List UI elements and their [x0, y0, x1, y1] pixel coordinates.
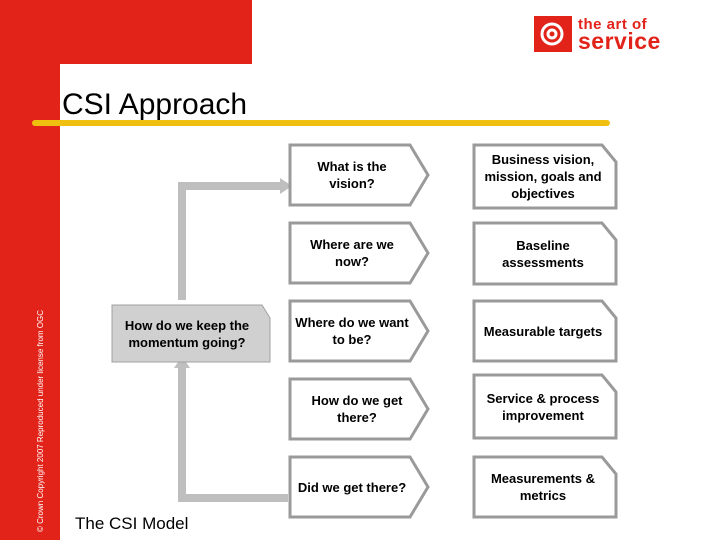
loop-arrowhead — [280, 178, 292, 194]
content-corner — [60, 64, 252, 124]
left-red-band — [0, 0, 60, 540]
question-where-do-we-want-to-be: Where do we want to be? — [295, 315, 409, 347]
slide-title: CSI Approach — [62, 88, 248, 121]
logo-mark — [534, 16, 572, 52]
loop-box — [111, 304, 271, 363]
question-where-are-we-now: Where are we now? — [310, 237, 394, 269]
answer-baseline-assessments: Baseline assessments — [502, 237, 584, 270]
question-shape — [288, 143, 430, 207]
question-what-is-the-vision: What is the vision? — [317, 159, 387, 191]
answer-shape — [472, 299, 618, 363]
question-shape — [288, 455, 430, 519]
diagram-caption: The CSI Model — [75, 514, 189, 533]
title-underline — [32, 120, 610, 126]
answer-shape — [472, 221, 618, 286]
answer-business-vision: Business vision, mission, goals and obje… — [484, 152, 602, 201]
question-shape — [288, 299, 430, 363]
question-did-we-get-there: Did we get there? — [297, 479, 407, 495]
loop-connector-return — [178, 366, 288, 502]
question-shape — [288, 221, 430, 285]
loop-step-label: How do we keep the momentum going? — [124, 317, 250, 350]
question-how-do-we-get-there: How do we get there? — [311, 393, 403, 425]
logo-line-2: service — [578, 28, 661, 54]
loop-connector-up — [178, 182, 282, 300]
spiral-icon — [540, 22, 564, 46]
answer-shape — [472, 143, 618, 210]
answer-service-process-improvement: Service & process improvement — [486, 390, 600, 423]
answer-measurable-targets: Measurable targets — [483, 323, 603, 339]
answer-shape — [472, 455, 618, 519]
logo-line-1: the art of — [578, 16, 648, 33]
answer-measurements-metrics: Measurements & metrics — [490, 471, 596, 503]
logo: the art of service — [534, 16, 702, 54]
answer-shape — [472, 373, 618, 440]
question-shape — [288, 377, 430, 441]
